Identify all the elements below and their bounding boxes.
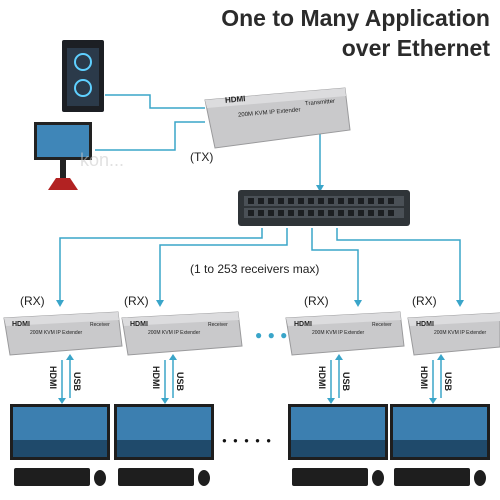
- hdmi-label-3: HDMI: [317, 366, 327, 389]
- connection-lines: [59, 94, 461, 398]
- rx-label-4: (RX): [412, 294, 437, 308]
- hdmi-label-2: HDMI: [151, 366, 161, 389]
- switch-to-rx2-line: [159, 228, 288, 300]
- keyboards: [14, 468, 486, 486]
- rx1-role: Receiver: [90, 322, 110, 328]
- rx2-role: Receiver: [208, 322, 228, 328]
- watermark: kon...: [80, 150, 125, 170]
- switch-to-rx1-line: [59, 228, 263, 300]
- rx-monitor-3: [288, 404, 388, 460]
- rx3-role: Receiver: [372, 322, 392, 328]
- hdmi-label-4: HDMI: [419, 366, 429, 389]
- rx1-logo: HDMI: [12, 321, 30, 328]
- hdmi-label-1: HDMI: [48, 366, 58, 389]
- pc-to-tx-line: [105, 94, 205, 109]
- usb-label-4: USB: [443, 372, 453, 392]
- rx-ellipsis: ● ● ●: [255, 328, 289, 342]
- receiver-device-4: [407, 312, 500, 356]
- rx2-model: 200M KVM IP Extender: [148, 330, 201, 336]
- usb-label-3: USB: [341, 372, 351, 392]
- rx3-logo: HDMI: [294, 321, 312, 328]
- transmitter-device: [204, 87, 351, 149]
- usb-label-1: USB: [72, 372, 82, 392]
- arrow-heads: [56, 185, 464, 404]
- receiver-device-1: [3, 311, 123, 356]
- receivers-note: (1 to 253 receivers max): [190, 262, 320, 276]
- rx4-logo: HDMI: [416, 321, 434, 328]
- monitor-to-tx-line: [95, 121, 205, 151]
- pc-tower-icon: [62, 40, 104, 112]
- rx3-model: 200M KVM IP Extender: [312, 330, 365, 336]
- rx-monitor-4: [390, 404, 490, 460]
- monitor-icon: [34, 122, 92, 190]
- rx4-model: 200M KVM IP Extender: [434, 330, 487, 336]
- rx2-logo: HDMI: [130, 321, 148, 328]
- tx-label: (TX): [190, 150, 214, 164]
- switch-to-rx3-line: [311, 228, 359, 300]
- monitor-ellipsis: ● ● ● ● ●: [222, 436, 274, 445]
- rx-label-1: (RX): [20, 294, 45, 308]
- receiver-device-2: [121, 311, 243, 356]
- rx-label-3: (RX): [304, 294, 329, 308]
- switch-to-rx4-line: [336, 228, 461, 300]
- usb-label-2: USB: [175, 372, 185, 392]
- rx1-model: 200M KVM IP Extender: [30, 330, 83, 336]
- rx-monitor-2: [114, 404, 214, 460]
- rx-label-2: (RX): [124, 294, 149, 308]
- diagram-title-line1: One to Many Application: [221, 5, 490, 31]
- network-switch: [238, 190, 410, 226]
- diagram-title-line2: over Ethernet: [341, 35, 490, 61]
- receiver-device-3: [285, 311, 405, 356]
- rx-monitor-1: [10, 404, 110, 460]
- tx-device-logo: HDMI: [224, 94, 246, 105]
